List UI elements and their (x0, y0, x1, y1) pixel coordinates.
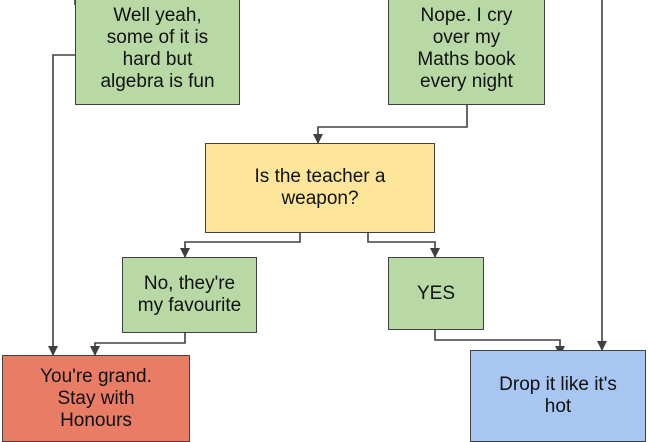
node-drop-it-like-its-hot: Drop it like it's hot (470, 350, 646, 442)
connector-algebra-to-honours (48, 54, 75, 356)
node-not-weapon-favourite: No, they're my favourite (122, 257, 257, 333)
node-stay-with-honours: You're grand. Stay with Honours (2, 355, 190, 442)
node-cry-over-maths: Nope. I cry over my Maths book every nig… (388, 0, 545, 105)
connector-no-to-honours (90, 333, 186, 356)
node-teacher-weapon-question: Is the teacher a weapon? (205, 143, 435, 233)
connector-question-to-no (180, 233, 301, 258)
connector-question-to-yes (367, 233, 440, 258)
node-algebra-is-fun: Well yeah, some of it is hard but algebr… (75, 0, 240, 105)
connector-yes-to-drop (434, 330, 565, 356)
connector-cry-to-question (313, 105, 468, 144)
node-yes: YES (388, 257, 484, 330)
